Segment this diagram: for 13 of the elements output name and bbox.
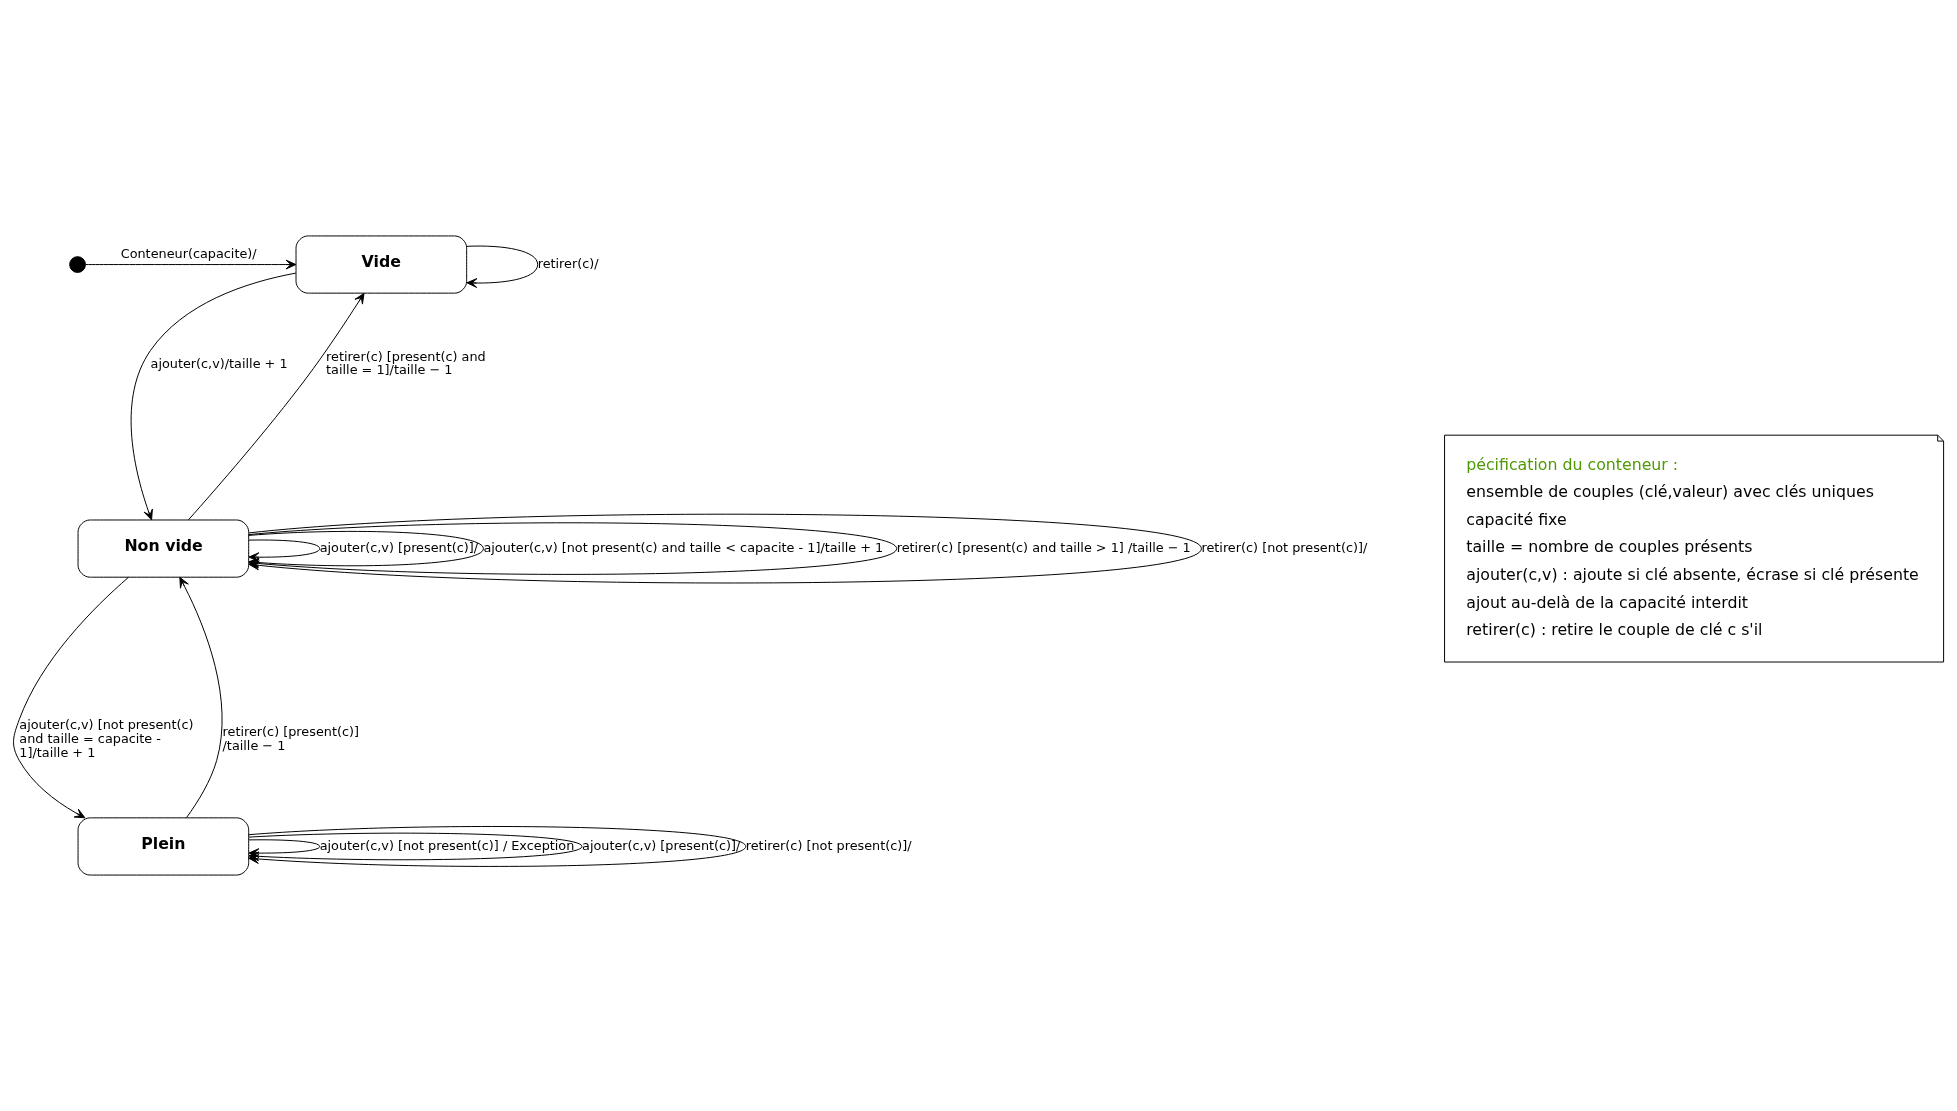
edge-label: ajouter(c,v)/taille + 1: [150, 355, 288, 371]
edge-label: retirer(c) [present(c) and taille = 1]/taille − 1: [326, 348, 486, 378]
edge-label: ajouter(c,v) [not present(c) and taille < capacite - 1]/taille + 1: [483, 539, 884, 555]
edge-label: retirer(c) [present(c)] /taille − 1: [222, 724, 359, 754]
edge-label: ajouter(c,v) [present(c)]/: [582, 837, 741, 853]
edge-label: retirer(c)/: [537, 255, 599, 271]
edge-label: Conteneur(capacite)/: [120, 246, 257, 262]
edge-label: ajouter(c,v) [not present(c) and taille = capacite - 1]/taille + 1: [19, 717, 194, 761]
edge-label: retirer(c) [not present(c)]/: [1201, 539, 1368, 555]
edge-label: ajouter(c,v) [present(c)]/: [319, 539, 479, 555]
edge-label: ajouter(c,v) [not present(c)] / Exception: [319, 837, 575, 853]
edge-label: retirer(c) [not present(c)]/: [745, 837, 912, 853]
edge-label: retirer(c) [present(c) and taille > 1] /taille − 1: [896, 539, 1191, 555]
